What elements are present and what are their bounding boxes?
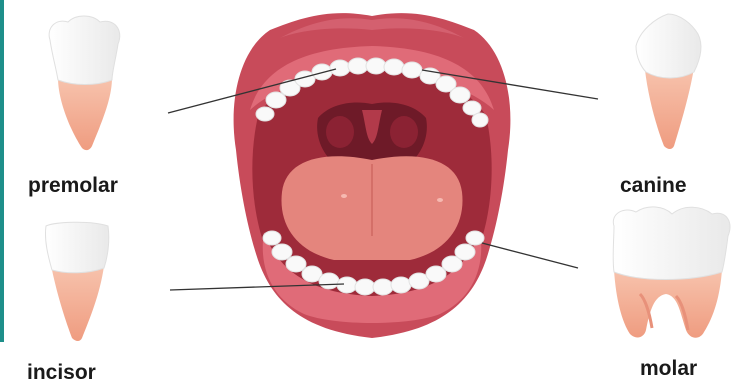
molar-pointer-line bbox=[482, 243, 578, 268]
incisor-tooth-illustration bbox=[45, 222, 108, 341]
canine-label: canine bbox=[620, 174, 687, 198]
molar-label: molar bbox=[640, 357, 697, 381]
canine-tooth-illustration bbox=[636, 14, 701, 149]
molar-tooth-illustration bbox=[613, 207, 730, 338]
premolar-tooth-illustration bbox=[49, 16, 120, 150]
premolar-label: premolar bbox=[28, 174, 118, 198]
incisor-label: incisor bbox=[27, 361, 96, 385]
mouth bbox=[234, 13, 511, 338]
